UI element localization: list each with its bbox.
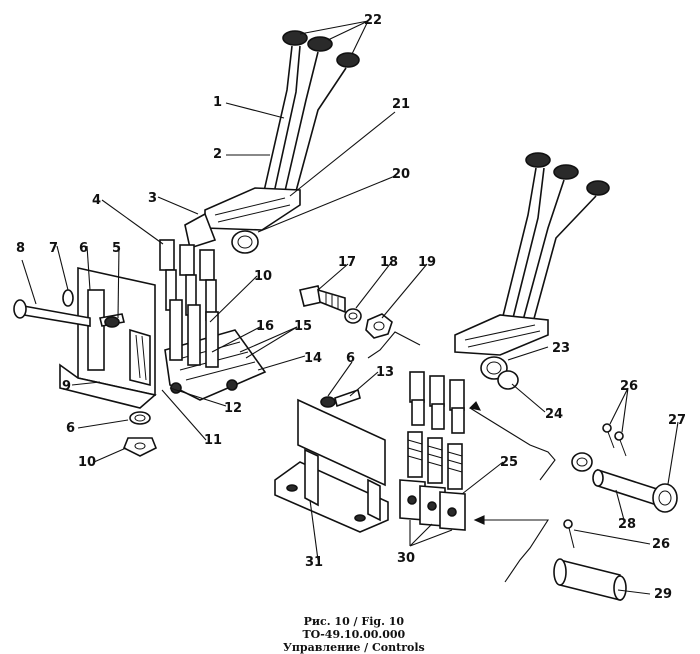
callout-14: 14 — [304, 351, 322, 366]
callout-6-top: 6 — [79, 241, 88, 256]
lever-assembly-right — [409, 152, 610, 434]
callout-18: 18 — [380, 255, 398, 270]
callout-23: 23 — [552, 341, 570, 356]
callout-labels: 22 1 21 2 20 3 4 8 7 6 5 10 16 15 14 9 1… — [16, 13, 686, 602]
callout-26-top: 26 — [620, 379, 638, 394]
callout-28: 28 — [618, 517, 636, 532]
callout-4: 4 — [92, 193, 101, 208]
drawing-code: ТО-49.10.00.000 — [302, 628, 406, 641]
callout-8: 8 — [16, 241, 25, 256]
callout-2: 2 — [213, 147, 222, 162]
callout-12: 12 — [224, 401, 242, 416]
spring-blocks — [399, 431, 466, 531]
callout-6-bottom: 6 — [66, 421, 75, 436]
mounting-bracket — [13, 267, 157, 409]
callout-20: 20 — [392, 167, 410, 182]
figure-caption: Рис. 10 / Fig. 10 ТО-49.10.00.000 Управл… — [0, 602, 700, 654]
callout-22: 22 — [364, 13, 382, 28]
assembly-arrows — [367, 331, 556, 583]
callout-13: 13 — [376, 365, 394, 380]
callout-10-top: 10 — [254, 269, 272, 284]
callout-19: 19 — [418, 255, 436, 270]
callout-25: 25 — [500, 455, 518, 470]
bolt-set — [299, 285, 393, 339]
callout-29: 29 — [654, 587, 672, 602]
lever-assembly-left — [159, 30, 360, 321]
figure-title: Управление / Controls — [282, 641, 425, 654]
callout-11: 11 — [204, 433, 222, 448]
callout-24: 24 — [545, 407, 563, 422]
callout-21: 21 — [392, 97, 410, 112]
callout-7: 7 — [49, 241, 58, 256]
valve-block — [164, 299, 267, 401]
leader-lines — [21, 20, 679, 595]
callout-1: 1 — [213, 95, 222, 110]
hardware-left — [62, 289, 158, 457]
callout-9: 9 — [62, 379, 71, 394]
callout-3: 3 — [148, 191, 157, 206]
callout-17: 17 — [338, 255, 356, 270]
callout-27: 27 — [668, 413, 686, 428]
callout-30: 30 — [397, 551, 415, 566]
callout-5: 5 — [112, 241, 121, 256]
callout-15: 15 — [294, 319, 312, 334]
pins-right — [553, 423, 678, 602]
callout-26-bottom: 26 — [652, 537, 670, 552]
base-bracket — [274, 388, 389, 533]
callout-16: 16 — [256, 319, 274, 334]
callout-10-bottom: 10 — [78, 455, 96, 470]
exploded-parts-diagram: 22 1 21 2 20 3 4 8 7 6 5 10 16 15 14 9 1… — [13, 13, 686, 602]
callout-6-mid: 6 — [346, 351, 355, 366]
callout-31: 31 — [305, 555, 323, 570]
